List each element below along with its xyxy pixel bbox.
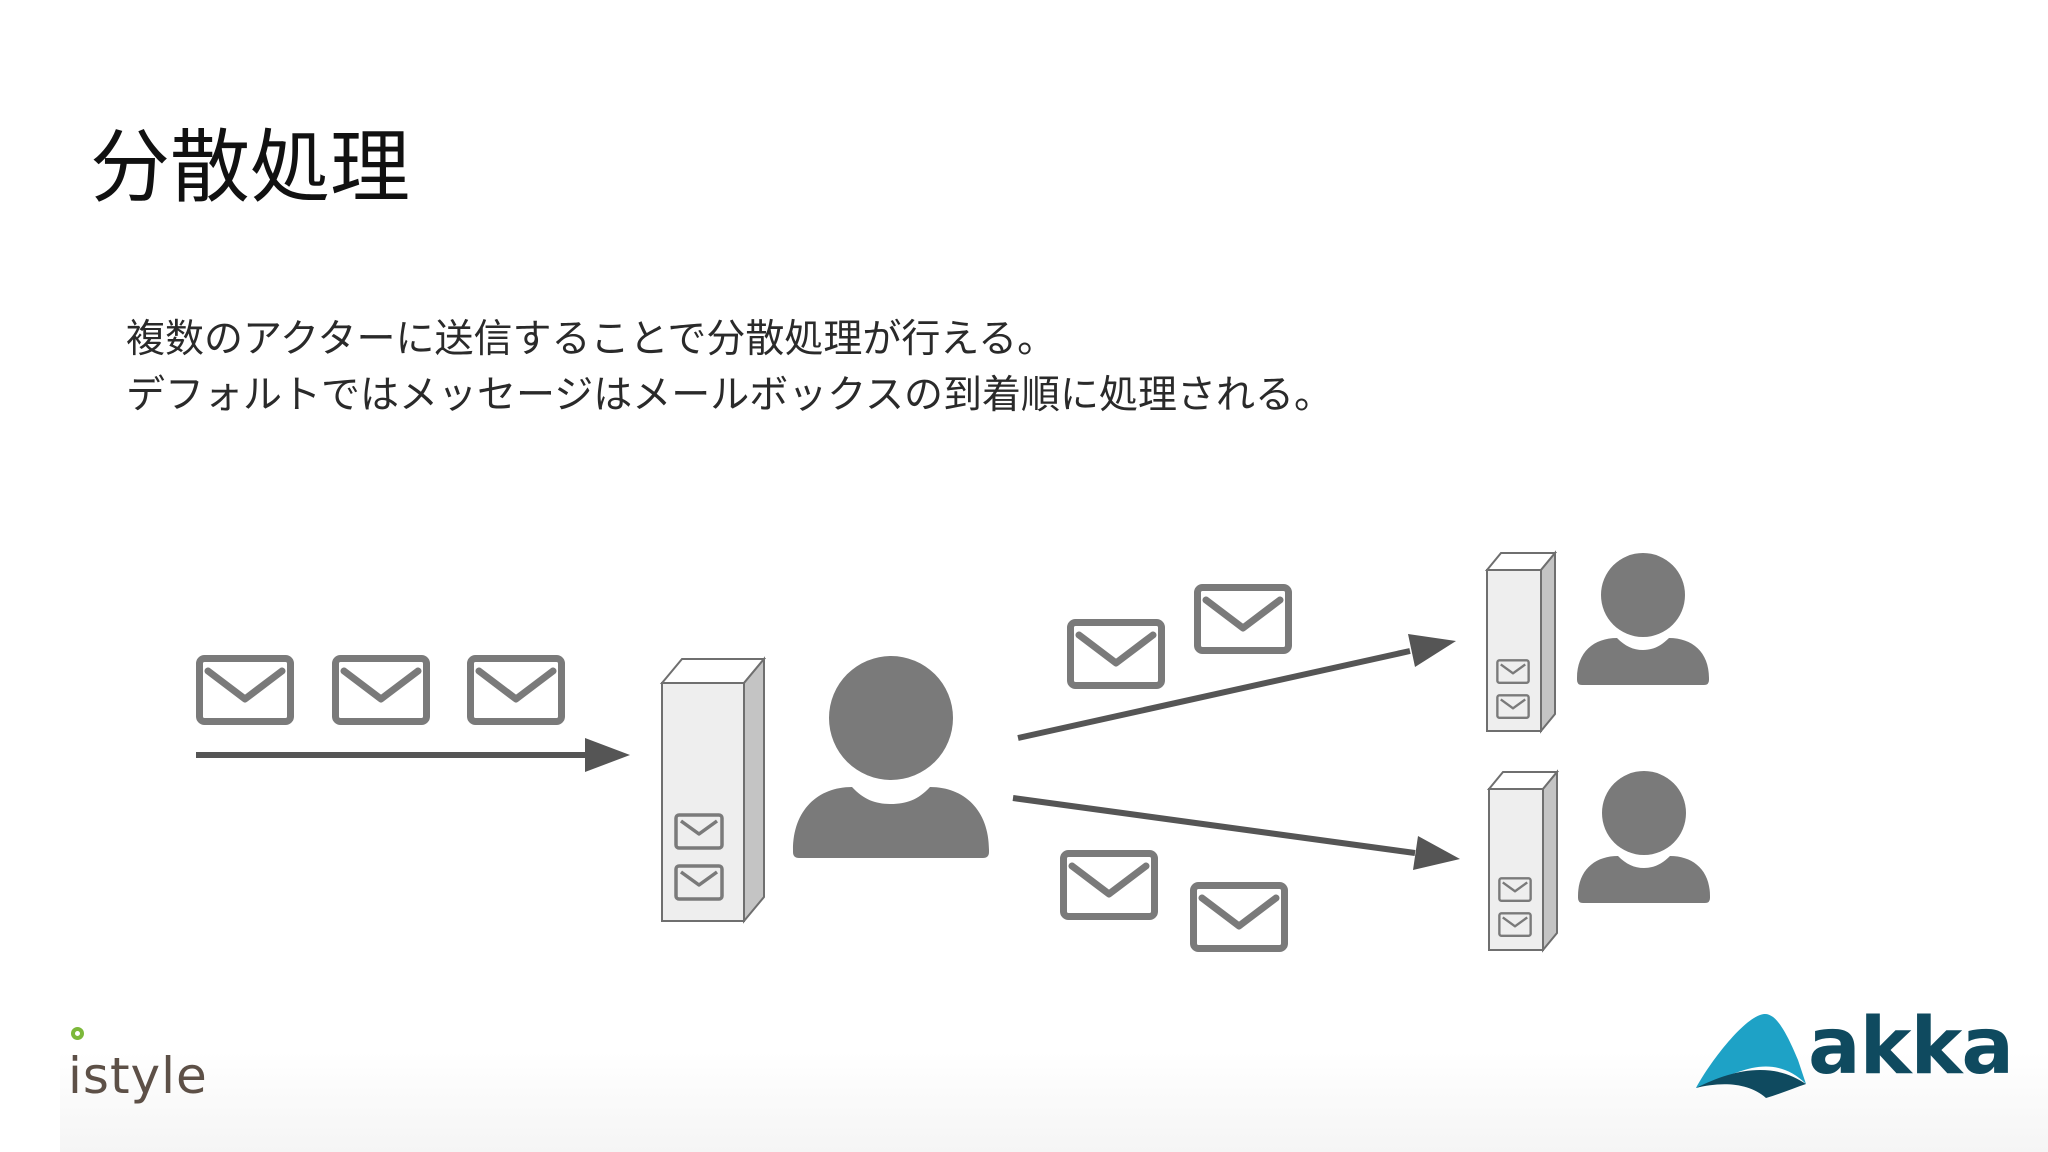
envelope-icon xyxy=(336,659,427,722)
envelope-icon xyxy=(471,659,562,722)
envelope-icon xyxy=(1071,623,1162,686)
envelope-icon xyxy=(1064,854,1155,917)
page-title: 分散処理 xyxy=(90,121,410,214)
mailbox xyxy=(1486,769,1560,953)
body-line-2: デフォルトではメッセージはメールボックスの到着順に処理される。 xyxy=(126,373,1334,418)
istyle-logo: istyle xyxy=(68,1024,238,1108)
envelope-icon xyxy=(674,864,724,901)
akka-logo-text: akka xyxy=(1808,1002,2014,1092)
envelope-icon xyxy=(1194,886,1285,949)
envelope-icon xyxy=(1498,912,1532,937)
akka-logo: akka xyxy=(1690,1002,2014,1102)
body-line-1: 複数のアクターに送信することで分散処理が行える。 xyxy=(126,317,1057,362)
outgoing-arrow-top xyxy=(1017,634,1456,741)
incoming-arrow xyxy=(196,738,630,772)
envelope-icon xyxy=(1496,659,1530,684)
akka-mountain-icon xyxy=(1696,1013,1806,1098)
person-icon xyxy=(1578,771,1710,903)
envelope-icon xyxy=(200,659,291,722)
envelope-icon xyxy=(674,813,724,850)
istyle-logo-text: istyle xyxy=(68,1047,208,1105)
logo-dot-icon xyxy=(71,1027,84,1040)
outgoing-arrow-bottom xyxy=(1012,795,1460,870)
envelope-icon xyxy=(1496,694,1530,719)
mailbox xyxy=(659,656,767,924)
envelope-icon xyxy=(1498,877,1532,902)
body-text: 複数のアクターに送信することで分散処理が行える。 デフォルトではメッセージはメー… xyxy=(126,312,1333,424)
mailbox xyxy=(1484,550,1558,734)
person-icon xyxy=(1577,553,1709,685)
envelope-icon xyxy=(1198,588,1289,651)
person-icon xyxy=(793,656,989,858)
